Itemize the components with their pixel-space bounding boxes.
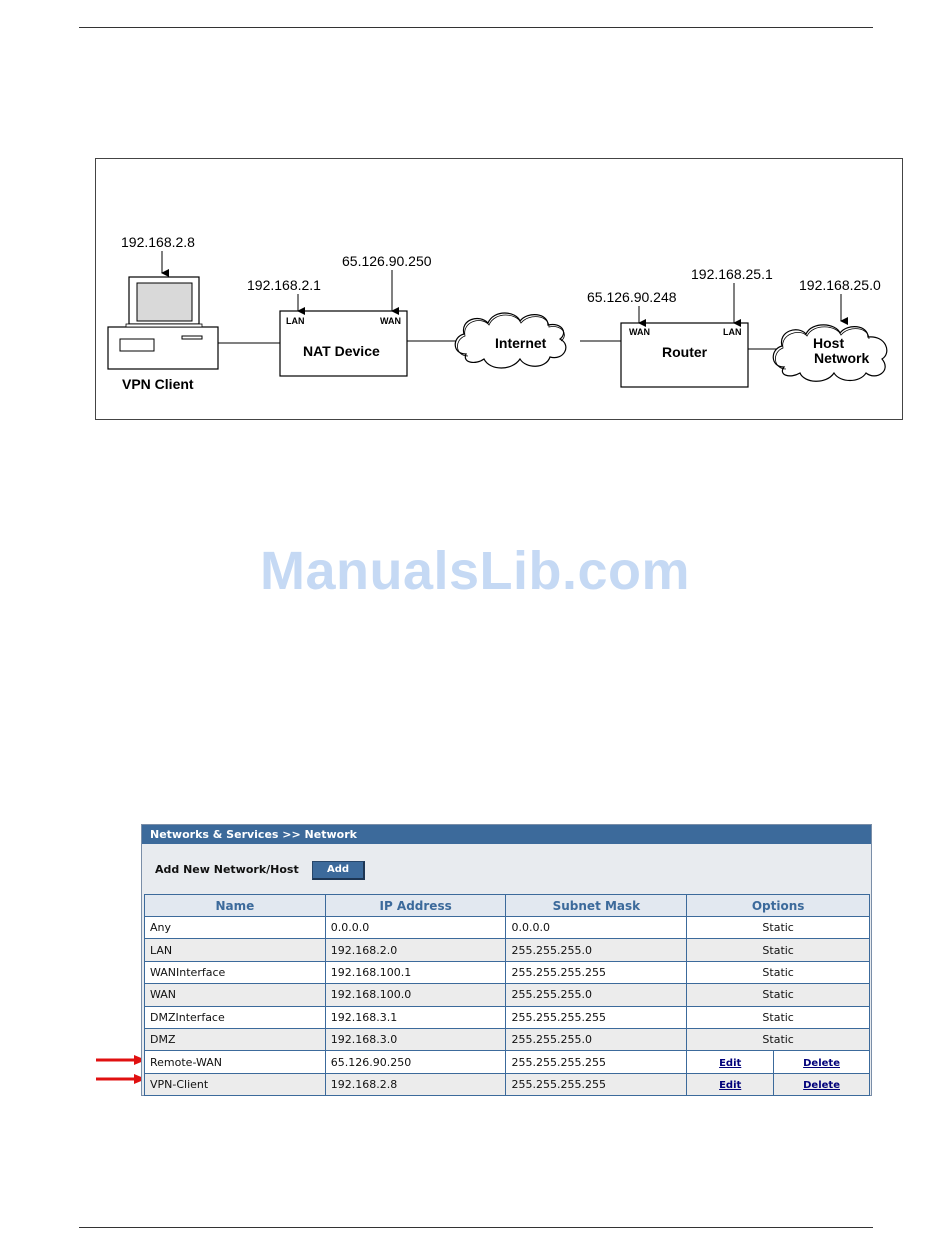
network-table: Name IP Address Subnet Mask Options Any …: [144, 894, 870, 1097]
delete-link[interactable]: Delete: [803, 1057, 840, 1069]
nat-lan-ip: 192.168.2.1: [247, 277, 321, 293]
cell-ip: 192.168.100.0: [324, 983, 507, 1007]
host-network-label-line2: Network: [814, 350, 869, 366]
host-network-label-line1: Host: [813, 335, 844, 351]
watermark: ManualsLib.com: [259, 541, 691, 601]
cell-ip: 192.168.3.0: [324, 1027, 507, 1052]
table-row: Remote-WAN 65.126.90.250 255.255.255.255…: [144, 1050, 870, 1074]
add-network-label: Add New Network/Host: [155, 863, 299, 876]
delete-link[interactable]: Delete: [803, 1079, 840, 1091]
host-network-cloud-icon: [772, 324, 888, 382]
host-network-ip: 192.168.25.0: [799, 277, 881, 293]
nat-device-box: [279, 310, 408, 377]
cell-name: Any: [144, 915, 326, 940]
cell-name: VPN-Client: [144, 1072, 326, 1097]
nat-lan-port: LAN: [286, 316, 305, 326]
edit-link[interactable]: Edit: [719, 1079, 742, 1091]
table-row: DMZInterface 192.168.3.1 255.255.255.255…: [144, 1005, 870, 1029]
nat-device-label: NAT Device: [303, 343, 380, 359]
cell-edit: Edit: [686, 1072, 775, 1097]
bottom-rule: [79, 1227, 873, 1228]
column-header-options: Options: [686, 894, 870, 917]
nat-wan-ip: 65.126.90.250: [342, 253, 432, 269]
cell-name: WANInterface: [144, 960, 326, 985]
cell-name: DMZ: [144, 1027, 326, 1052]
column-header-ip: IP Address: [324, 894, 507, 917]
table-row: WANInterface 192.168.100.1 255.255.255.2…: [144, 960, 870, 985]
red-arrow-icon: [96, 1055, 146, 1065]
cell-ip: 192.168.2.8: [324, 1072, 507, 1097]
router-lan-ip: 192.168.25.1: [691, 266, 773, 282]
table-row: Any 0.0.0.0 0.0.0.0 Static: [144, 915, 870, 940]
internet-cloud-icon: [454, 312, 567, 369]
red-arrow-icon: [96, 1074, 146, 1084]
table-row: WAN 192.168.100.0 255.255.255.0 Static: [144, 983, 870, 1007]
cell-delete: Delete: [773, 1050, 870, 1074]
cell-ip: 192.168.100.1: [324, 960, 507, 985]
cell-ip: 192.168.3.1: [324, 1005, 507, 1029]
cell-name: DMZInterface: [144, 1005, 326, 1029]
cell-option: Static: [686, 960, 870, 985]
cell-option: Static: [686, 983, 870, 1007]
table-header-row: Name IP Address Subnet Mask Options: [144, 894, 870, 917]
network-settings-panel: Networks & Services >> Network Add New N…: [141, 824, 872, 1097]
cell-name: Remote-WAN: [144, 1050, 326, 1074]
edit-link[interactable]: Edit: [719, 1057, 742, 1069]
cell-ip: 192.168.2.0: [324, 938, 507, 962]
cell-ip: 65.126.90.250: [324, 1050, 507, 1074]
cell-name: LAN: [144, 938, 326, 962]
router-box: [620, 322, 749, 388]
network-diagram: 192.168.2.8 VPN Client LAN WAN NAT Devic…: [95, 158, 903, 420]
cell-option: Static: [686, 1027, 870, 1052]
cell-edit: Edit: [686, 1050, 775, 1074]
nat-wan-port: WAN: [380, 316, 401, 326]
cell-delete: Delete: [773, 1072, 870, 1097]
cell-mask: 0.0.0.0: [505, 915, 688, 940]
table-row: VPN-Client 192.168.2.8 255.255.255.255 E…: [144, 1072, 870, 1097]
router-wan-port: WAN: [629, 327, 650, 337]
router-lan-port: LAN: [723, 327, 742, 337]
add-network-button[interactable]: Add: [312, 861, 365, 880]
cell-mask: 255.255.255.255: [505, 1050, 688, 1074]
cell-mask: 255.255.255.0: [505, 1027, 688, 1052]
vpn-client-computer-icon: [107, 276, 219, 370]
cell-mask: 255.255.255.255: [505, 1005, 688, 1029]
cell-mask: 255.255.255.255: [505, 960, 688, 985]
internet-label: Internet: [495, 335, 547, 351]
cell-mask: 255.255.255.255: [505, 1072, 688, 1097]
cell-ip: 0.0.0.0: [324, 915, 507, 940]
cell-name: WAN: [144, 983, 326, 1007]
cell-option: Static: [686, 915, 870, 940]
table-row: DMZ 192.168.3.0 255.255.255.0 Static: [144, 1027, 870, 1052]
add-network-row: Add New Network/Host Add: [142, 844, 871, 894]
column-header-name: Name: [144, 894, 326, 917]
cell-mask: 255.255.255.0: [505, 938, 688, 962]
table-row: LAN 192.168.2.0 255.255.255.0 Static: [144, 938, 870, 962]
vpn-client-ip: 192.168.2.8: [121, 234, 195, 250]
cell-mask: 255.255.255.0: [505, 983, 688, 1007]
top-rule: [79, 27, 873, 28]
vpn-client-label: VPN Client: [122, 376, 194, 392]
panel-header: Networks & Services >> Network: [142, 825, 871, 844]
cell-option: Static: [686, 938, 870, 962]
router-label: Router: [662, 344, 708, 360]
router-wan-ip: 65.126.90.248: [587, 289, 677, 305]
network-diagram-svg: 192.168.2.8 VPN Client LAN WAN NAT Devic…: [107, 234, 888, 392]
cell-option: Static: [686, 1005, 870, 1029]
column-header-mask: Subnet Mask: [505, 894, 688, 917]
